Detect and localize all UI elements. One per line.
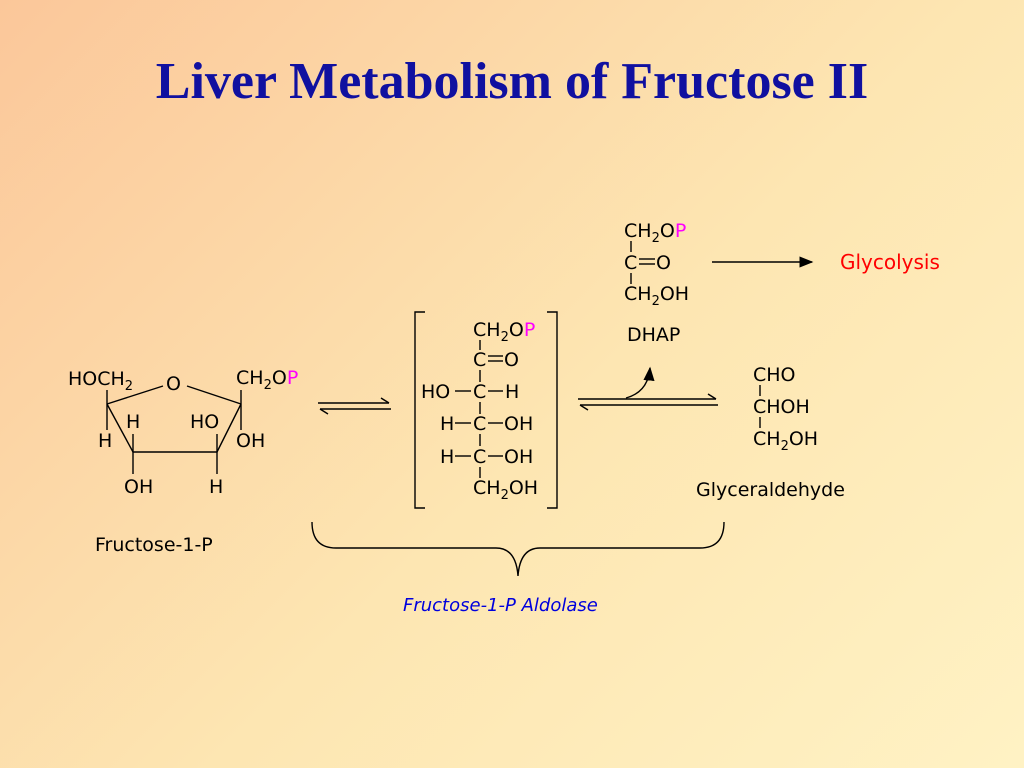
atom-label: CHOH xyxy=(753,396,810,418)
open-chain-structure: CH2OP C O HO C H H C OH H C OH CH2OH xyxy=(414,311,558,509)
fructose-1-p-structure: HOCH2 O CH2OP H H HO OH OH H xyxy=(68,367,298,498)
atom-label: O xyxy=(656,252,671,274)
atom-label: CH2OH xyxy=(624,283,689,309)
atom-label: CHO xyxy=(753,364,796,386)
glyceraldehyde-label: Glyceraldehyde xyxy=(696,479,845,501)
atom-label: H xyxy=(440,446,454,468)
atom-label: OH xyxy=(504,413,533,435)
atom-label: CH2OP xyxy=(624,220,686,246)
atom-label: CH2OH xyxy=(473,477,538,503)
atom-label: C xyxy=(473,446,486,468)
atom-label: HO xyxy=(190,411,219,433)
enzyme-label: Fructose-1-P Aldolase xyxy=(403,595,598,616)
atom-label: OH xyxy=(504,446,533,468)
curly-brace xyxy=(311,521,725,577)
atom-label: C xyxy=(624,252,637,274)
atom-label: H xyxy=(505,381,519,403)
atom-label: H xyxy=(209,476,223,498)
atom-label: HOCH2 xyxy=(68,368,133,394)
atom-label: H xyxy=(126,411,140,433)
ring-oxygen: O xyxy=(166,373,181,395)
atom-label: H xyxy=(98,430,112,452)
dhap-label: DHAP xyxy=(627,324,680,346)
atom-label: OH xyxy=(236,430,265,452)
dhap-structure: CH2OP C O CH2OH xyxy=(624,220,689,309)
glycolysis-label: Glycolysis xyxy=(840,250,940,274)
atom-label: CH2OH xyxy=(753,428,818,454)
fructose-1-p-label: Fructose-1-P xyxy=(95,534,213,556)
equilibrium-arrow-1 xyxy=(318,397,391,415)
page-title: Liver Metabolism of Fructose II xyxy=(155,53,869,110)
atom-label: H xyxy=(440,413,454,435)
atom-label: O xyxy=(504,349,519,371)
atom-label: C xyxy=(473,413,486,435)
glyceraldehyde-structure: CHO CHOH CH2OH xyxy=(753,364,818,454)
atom-label: CH2OP xyxy=(236,367,298,393)
atom-label: C xyxy=(473,381,486,403)
atom-label: CH2OP xyxy=(473,319,535,345)
atom-label: C xyxy=(473,349,486,371)
atom-label: OH xyxy=(124,476,153,498)
atom-label: HO xyxy=(421,381,450,403)
equilibrium-arrow-2 xyxy=(578,366,718,411)
